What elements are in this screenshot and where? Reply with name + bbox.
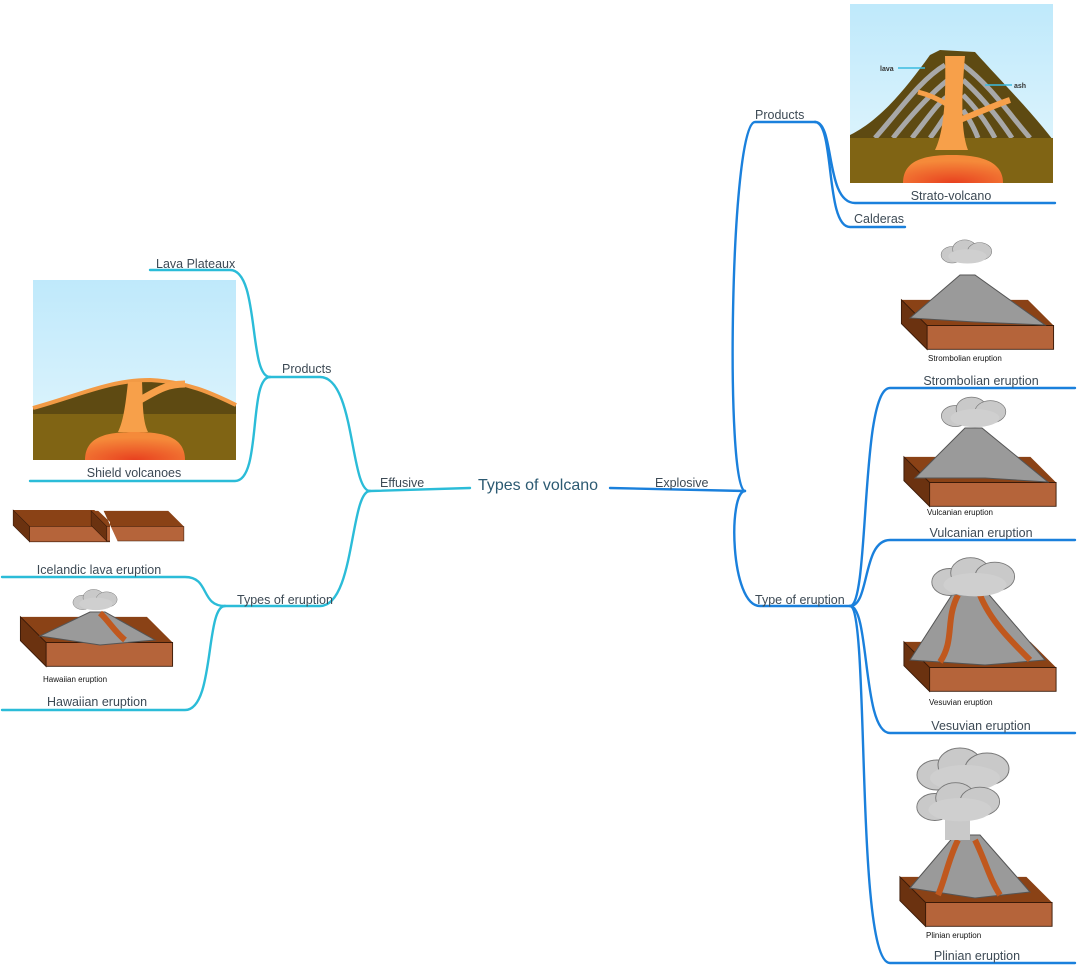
strato-volcano-image: lava ash: [850, 4, 1053, 183]
explosive-branch: Explosive Products Strato-volcano Calder…: [608, 4, 1077, 965]
icelandic-eruption-image: [12, 503, 185, 553]
central-topic[interactable]: Types of volcano: [478, 477, 598, 494]
node-explosive[interactable]: Explosive: [655, 476, 709, 490]
vulcanian-image-caption: Vulcanian eruption: [927, 508, 993, 517]
node-vesuvian-eruption[interactable]: Vesuvian eruption: [931, 719, 1030, 733]
node-icelandic-lava-eruption[interactable]: Icelandic lava eruption: [37, 563, 161, 577]
connector: [733, 489, 852, 608]
connector: [148, 268, 272, 379]
lava-label: lava: [880, 66, 894, 73]
node-products-left[interactable]: Products: [282, 362, 331, 376]
hawaiian-eruption-image: Hawaiian eruption: [19, 589, 174, 684]
connector: [731, 120, 817, 493]
node-types-of-eruption-left[interactable]: Types of eruption: [237, 593, 333, 607]
node-strombolian-eruption[interactable]: Strombolian eruption: [923, 374, 1038, 388]
connector: [268, 375, 372, 493]
node-type-of-eruption-right[interactable]: Type of eruption: [755, 593, 845, 607]
connector: [848, 538, 1077, 608]
connector: [848, 604, 1077, 965]
node-hawaiian-eruption[interactable]: Hawaiian eruption: [47, 695, 147, 709]
connector: [848, 386, 1077, 608]
ash-label: ash: [1014, 83, 1026, 90]
vulcanian-eruption-image: Vulcanian eruption: [903, 396, 1057, 517]
hawaiian-image-caption: Hawaiian eruption: [43, 675, 107, 684]
connector: [848, 604, 1077, 735]
connector: [608, 486, 747, 493]
connector: [223, 489, 372, 608]
effusive-branch: Effusive Products Lava Plateaux Shield v…: [0, 257, 472, 712]
plinian-image-caption: Plinian eruption: [926, 931, 981, 940]
node-strato-volcano[interactable]: Strato-volcano: [911, 189, 992, 203]
node-effusive[interactable]: Effusive: [380, 476, 424, 490]
vesuvian-eruption-image: Vesuvian eruption: [903, 557, 1057, 707]
connector: [0, 575, 227, 608]
node-plinian-eruption[interactable]: Plinian eruption: [934, 949, 1020, 963]
strombolian-image-caption: Strombolian eruption: [928, 354, 1002, 363]
shield-volcano-image: [32, 280, 237, 460]
node-calderas[interactable]: Calderas: [854, 212, 904, 226]
node-shield-volcanoes[interactable]: Shield volcanoes: [87, 466, 182, 480]
node-products-right[interactable]: Products: [755, 108, 804, 122]
node-lava-plateaux[interactable]: Lava Plateaux: [156, 257, 236, 271]
connector: [368, 486, 472, 493]
connector: [813, 120, 907, 229]
connector: [28, 375, 272, 483]
plinian-eruption-image: Plinian eruption: [899, 747, 1053, 940]
vesuvian-image-caption: Vesuvian eruption: [929, 698, 993, 707]
connector: [0, 604, 227, 712]
strombolian-eruption-image: Strombolian eruption: [900, 239, 1055, 363]
node-vulcanian-eruption[interactable]: Vulcanian eruption: [929, 526, 1032, 540]
